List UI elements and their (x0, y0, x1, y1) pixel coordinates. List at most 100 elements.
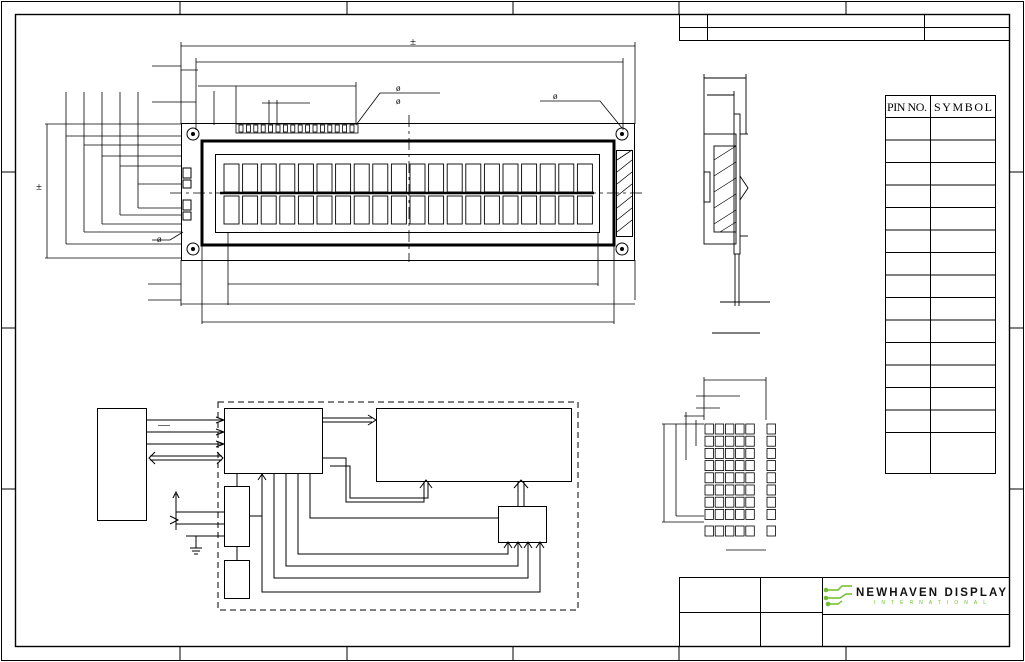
character-cell (353, 195, 370, 225)
header-pin (253, 124, 259, 133)
logo-subtitle: INTERNATIONAL (874, 600, 986, 606)
character-cell (483, 195, 500, 225)
matrix-dot (745, 484, 755, 496)
character-cell (372, 195, 389, 225)
character-cell (465, 195, 482, 225)
header-pin (282, 124, 288, 133)
header-pin (349, 124, 355, 133)
front-view (170, 115, 642, 262)
character-cell (335, 163, 352, 193)
matrix-dot-next (766, 525, 776, 537)
pin-table-header-symbol: SYMBOL (934, 100, 992, 114)
matrix-dot (725, 423, 735, 435)
character-cell (279, 163, 296, 193)
matrix-dot (704, 472, 714, 484)
character-cell (576, 163, 593, 193)
header-pin (297, 124, 303, 133)
character-cell (539, 195, 556, 225)
matrix-dot (714, 525, 725, 537)
overall-height-label: ± (36, 181, 42, 193)
character-cell (409, 163, 426, 193)
matrix-dot (714, 484, 725, 496)
character-cell (539, 163, 556, 193)
matrix-dot (725, 508, 735, 520)
matrix-dot-next (766, 460, 776, 472)
matrix-dot (725, 460, 735, 472)
matrix-dot (745, 508, 755, 520)
header-pin (275, 124, 281, 133)
matrix-dot (704, 460, 714, 472)
matrix-dot-next (766, 472, 776, 484)
character-cell (242, 195, 259, 225)
character-cell (558, 195, 575, 225)
side-view (703, 74, 770, 334)
matrix-dot (725, 496, 735, 508)
character-cell (483, 163, 500, 193)
header-pin (290, 124, 296, 133)
matrix-dot (735, 460, 745, 472)
bottom-left-note: ø (157, 234, 162, 244)
matrix-dot (745, 496, 755, 508)
character-cell (316, 195, 333, 225)
block-input-mark: — (157, 417, 171, 431)
pin-hole-note: ø (396, 83, 401, 93)
character-cell (521, 195, 538, 225)
character-cell (297, 163, 314, 193)
matrix-dot (704, 484, 714, 496)
front-dimensions (45, 42, 636, 324)
header-pin (268, 124, 274, 133)
circuit-icon (823, 585, 852, 607)
matrix-dot (704, 447, 714, 459)
header-pin (245, 124, 251, 133)
character-cell (316, 163, 333, 193)
character-cell (558, 163, 575, 193)
character-cell (297, 195, 314, 225)
matrix-dot (704, 525, 714, 537)
mount-hole-note: ø (553, 91, 558, 101)
pin-table (885, 95, 996, 474)
matrix-dot (704, 423, 714, 435)
character-cell (353, 163, 370, 193)
header-pin (238, 124, 244, 133)
character-cell (223, 195, 240, 225)
matrix-dot (714, 496, 725, 508)
character-cell (242, 163, 259, 193)
matrix-dot (735, 484, 745, 496)
matrix-dot (735, 508, 745, 520)
matrix-dot-next (766, 435, 776, 447)
matrix-dot (735, 472, 745, 484)
matrix-dot (704, 435, 714, 447)
matrix-dot (725, 484, 735, 496)
character-cell (521, 163, 538, 193)
header-pin (319, 124, 325, 133)
matrix-dot (735, 423, 745, 435)
title-block (679, 577, 1010, 647)
matrix-dot (725, 525, 735, 537)
character-cell (260, 195, 277, 225)
character-cell (428, 195, 445, 225)
matrix-dot (745, 525, 755, 537)
pin-table-header-pin: PIN NO. (887, 100, 927, 114)
character-dot-matrix (662, 377, 776, 551)
matrix-dot (725, 447, 735, 459)
matrix-dot (745, 423, 755, 435)
overall-width-label: ± (410, 36, 416, 48)
matrix-dot-next (766, 423, 776, 435)
character-cell (409, 195, 426, 225)
matrix-dot (725, 472, 735, 484)
matrix-dot (735, 435, 745, 447)
newhaven-logo: NEWHAVEN DISPLAY INTERNATIONAL (823, 585, 1006, 607)
header-pin (312, 124, 318, 133)
logo-brand: NEWHAVEN DISPLAY (856, 587, 1006, 599)
pin-pitch-note: ø (396, 96, 401, 106)
character-cell (390, 163, 407, 193)
header-pin (305, 124, 311, 133)
matrix-dot (714, 435, 725, 447)
character-cell (260, 163, 277, 193)
matrix-dot (704, 508, 714, 520)
character-cell (428, 163, 445, 193)
character-cell (390, 195, 407, 225)
matrix-dot (735, 496, 745, 508)
